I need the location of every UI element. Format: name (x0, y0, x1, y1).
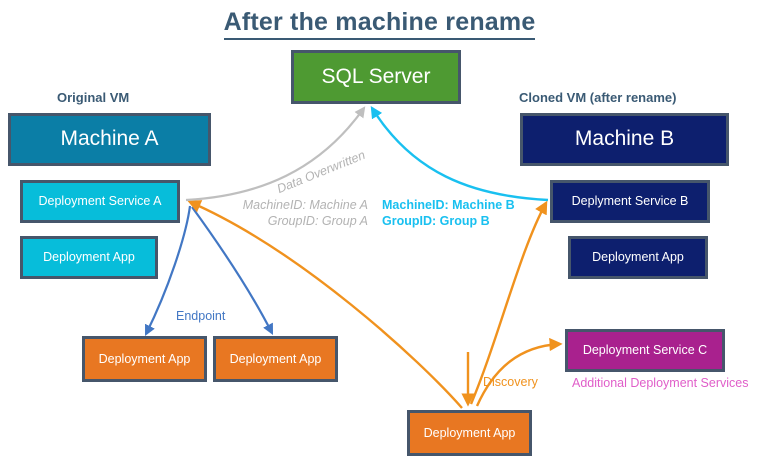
node-endpoint-app-1[interactable]: Deployment App (82, 336, 207, 382)
node-sql-server[interactable]: SQL Server (291, 50, 461, 104)
edge-label-discovery: Discovery (483, 375, 538, 389)
edge-label-old-machine-id: MachineID: Machine A (242, 198, 368, 212)
node-deployment-service-a[interactable]: Deployment Service A (20, 180, 180, 223)
node-machine-b[interactable]: Machine B (520, 113, 729, 166)
node-deployment-service-b[interactable]: Deplyment Service B (550, 180, 710, 223)
edge-label-new-group-id: GroupID: Group B (382, 214, 490, 228)
edge-label-endpoint: Endpoint (176, 309, 226, 323)
edge-service-a-to-sql (185, 106, 366, 202)
node-deployment-app-b[interactable]: Deployment App (568, 236, 708, 279)
node-discovery-app[interactable]: Deployment App (407, 410, 532, 456)
group-caption-cloned-vm: Cloned VM (after rename) (519, 90, 677, 105)
label-additional-deployment-services: Additional Deployment Services (572, 376, 749, 390)
edge-label-data-overwritten: Data Overwritten (275, 147, 368, 196)
group-caption-original-vm: Original VM (57, 90, 130, 105)
edge-discovery-to-service-b (469, 200, 548, 405)
edge-label-new-machine-id: MachineID: Machine B (382, 198, 515, 212)
node-machine-a[interactable]: Machine A (8, 113, 211, 166)
node-deployment-service-c[interactable]: Deployment Service C (565, 329, 725, 372)
page-title-text: After the machine rename (223, 8, 536, 40)
page-title: After the machine rename (0, 8, 759, 40)
node-endpoint-app-2[interactable]: Deployment App (213, 336, 338, 382)
node-deployment-app-a[interactable]: Deployment App (20, 236, 158, 279)
edge-label-old-group-id: GroupID: Group A (267, 214, 368, 228)
